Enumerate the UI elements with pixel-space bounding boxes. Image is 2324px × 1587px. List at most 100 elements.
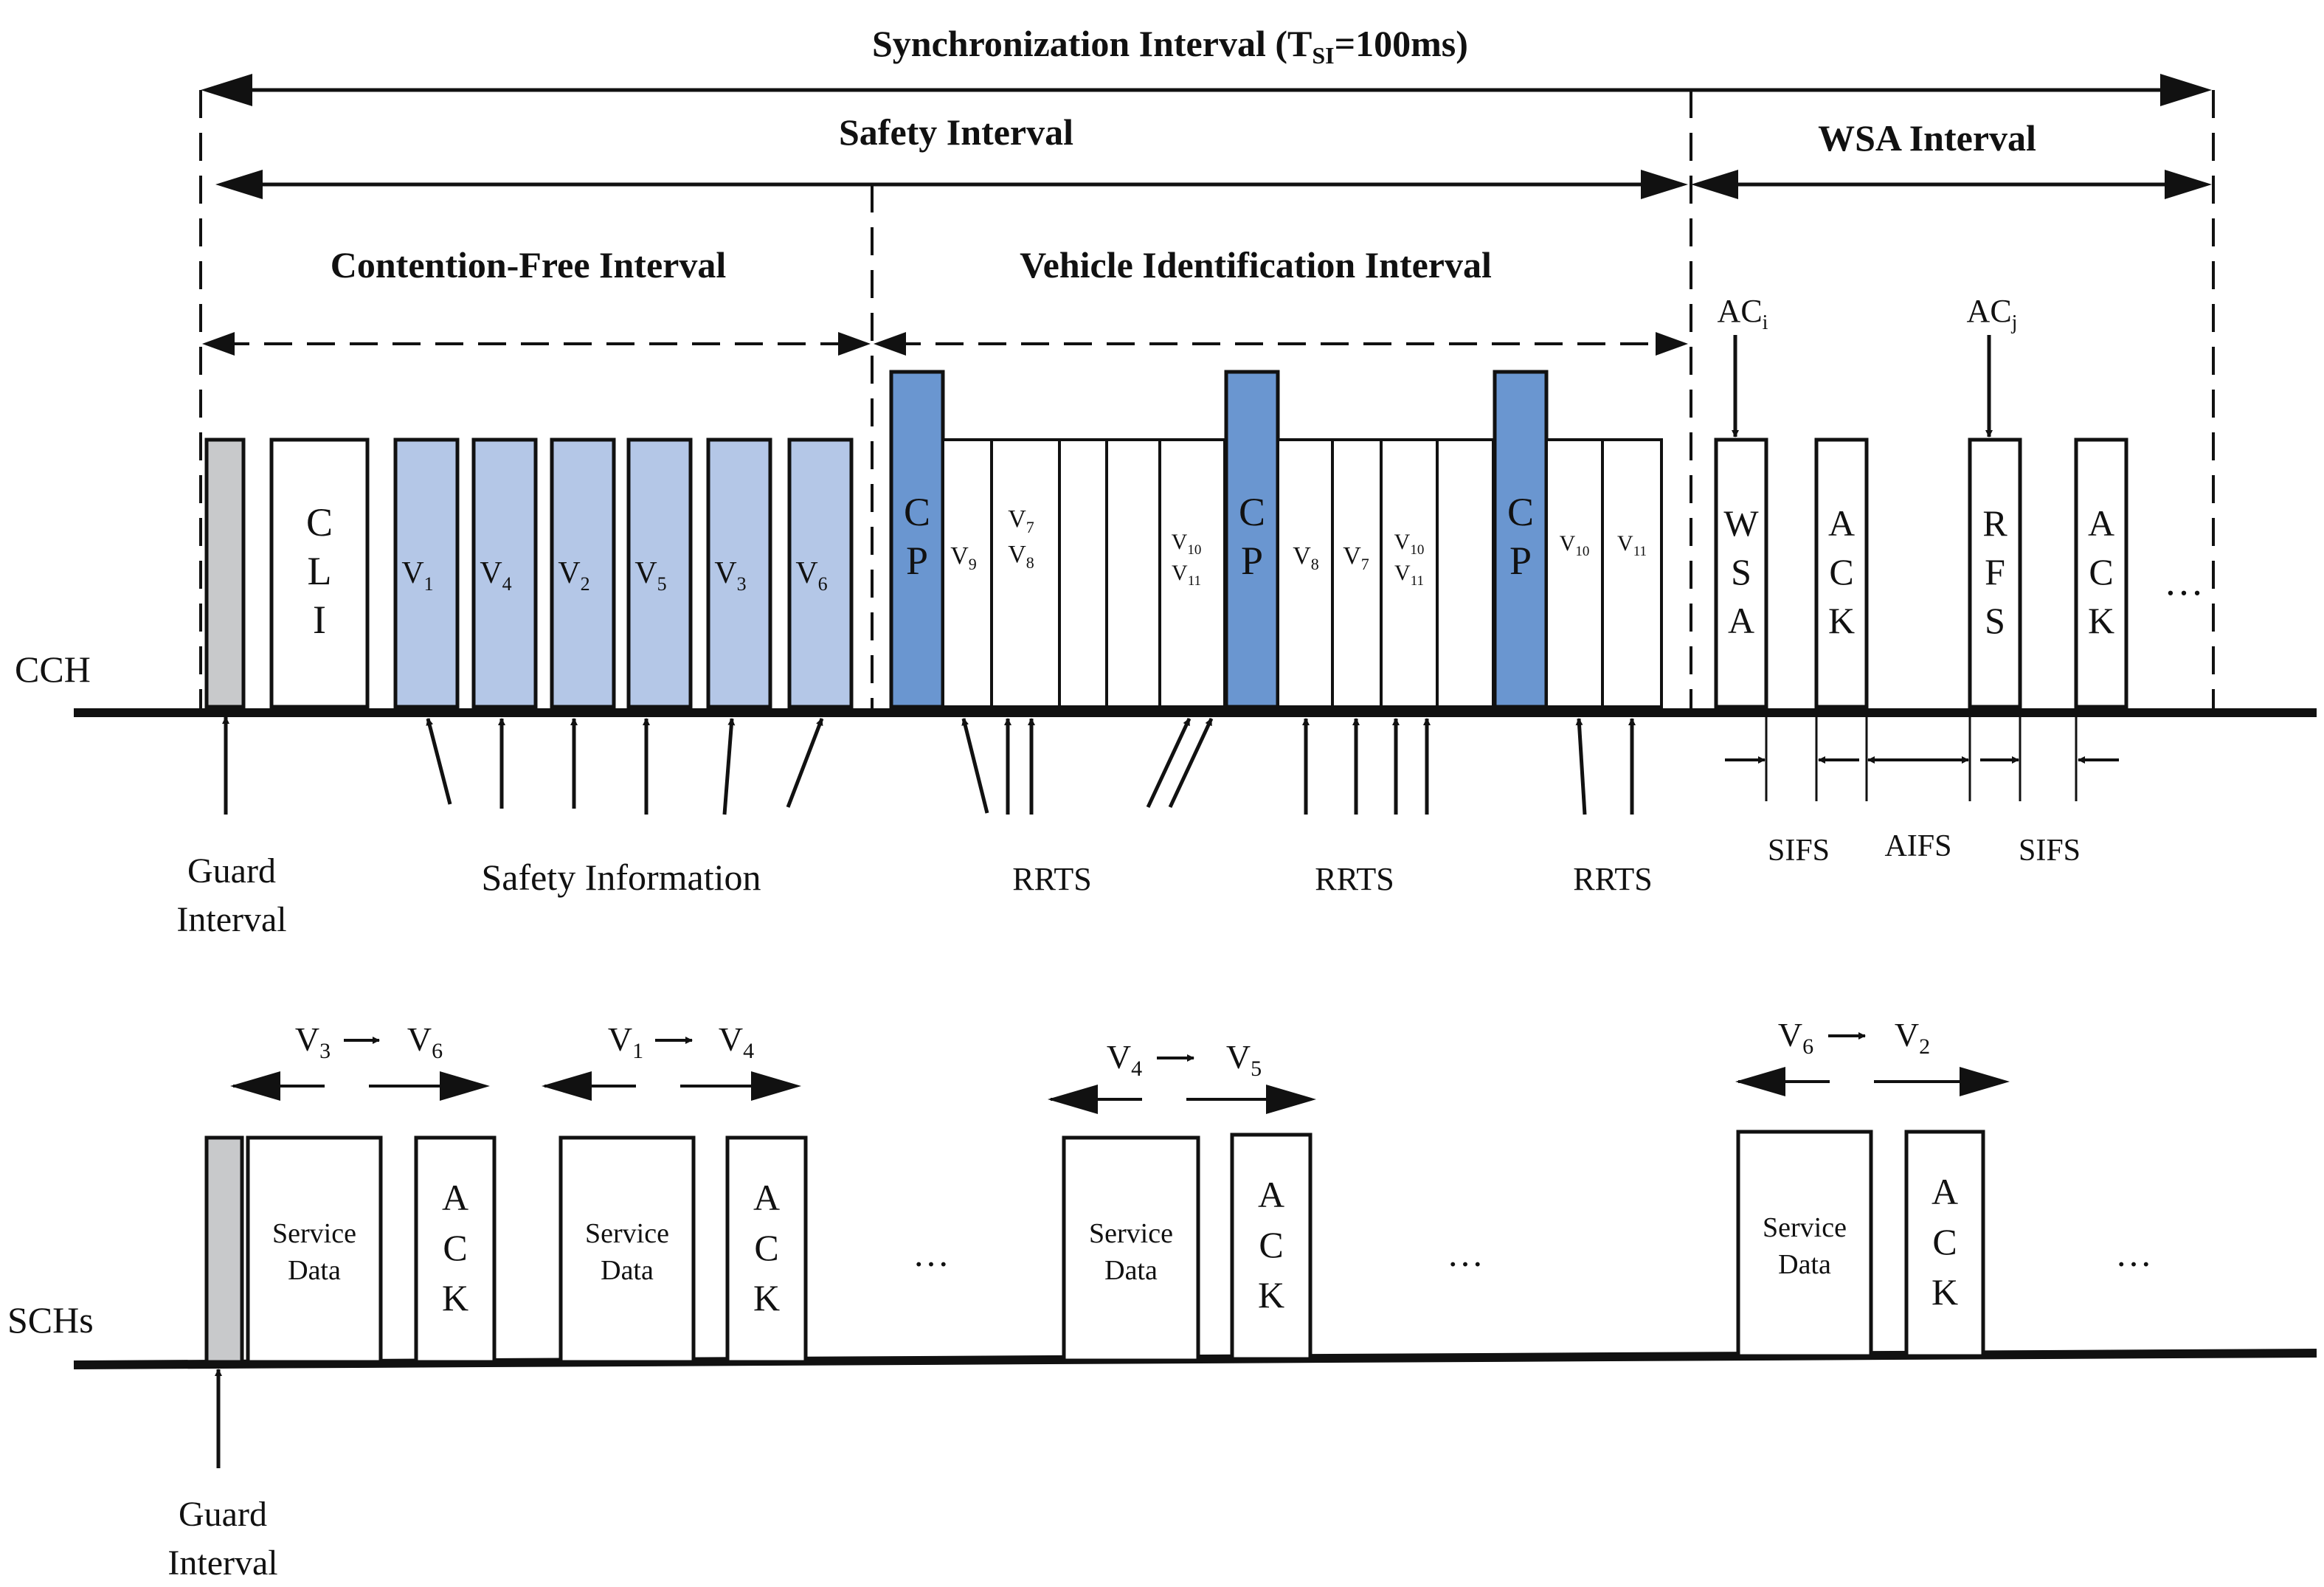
rrts-arrow	[961, 718, 989, 814]
cfi-title: Contention-Free Interval	[331, 244, 727, 286]
service-data-slot	[1736, 1130, 1873, 1358]
cp-slot	[1493, 370, 1549, 709]
wsa-slot-letter: S	[1985, 600, 2005, 641]
safety-arrowhead-right	[1641, 170, 1688, 199]
wsa-arrowhead-left	[1691, 170, 1738, 199]
pair-to: V4	[719, 1020, 754, 1063]
cch-guard-slot	[204, 438, 246, 709]
rrts-slot	[1276, 438, 1334, 708]
cp-letter-p: P	[1509, 539, 1532, 583]
cli-letter-l: L	[308, 549, 332, 593]
sch-ellipsis: …	[1447, 1233, 1484, 1274]
wsa-slot-letter: A	[1828, 502, 1855, 544]
service-data-slot	[246, 1135, 383, 1364]
service-data-label: Data	[1104, 1255, 1158, 1286]
sch-label: SCHs	[7, 1299, 94, 1341]
pair-arrowhead-left	[230, 1071, 280, 1101]
safety-info-arrow	[722, 718, 736, 815]
pair-arrowhead-left	[1735, 1067, 1785, 1096]
sch-ack-letter: C	[754, 1227, 778, 1268]
rrts-slot	[990, 438, 1061, 708]
rrts-slot-label: V10	[1172, 530, 1202, 558]
rrts-slot-label: V7	[1343, 542, 1369, 573]
safety-slot-label: V3	[714, 556, 746, 595]
rrts-slot-label: V11	[1394, 561, 1424, 589]
guard-label-line1: Guard	[179, 1495, 267, 1534]
rrts-label: RRTS	[1573, 861, 1652, 897]
wsa-slot	[1714, 438, 1768, 709]
aifs-label: AIFS	[1884, 829, 1951, 863]
cli-letter-i: I	[313, 598, 326, 642]
sch-guard-slot	[204, 1135, 244, 1364]
sch-exchange: V1 V4 Service Data A C K	[542, 1020, 808, 1364]
rrts-arrow	[1575, 718, 1587, 815]
sch-ack-letter: K	[753, 1277, 780, 1318]
safety-slot	[706, 438, 772, 709]
sch-ack-slot	[1904, 1130, 1985, 1358]
sync-arrowhead-left	[201, 74, 252, 106]
safety-slot-label: V6	[795, 556, 827, 595]
guard-label-line2: Interval	[176, 900, 286, 939]
safety-info-arrow	[426, 718, 452, 805]
rrts-slot	[1058, 438, 1108, 708]
sch-ack-letter: C	[1259, 1224, 1283, 1265]
safety-slot	[787, 438, 854, 709]
wsa-slot-letter: C	[1829, 551, 1853, 592]
service-data-label: Data	[1778, 1249, 1831, 1280]
rrts-slot-label: V7	[1008, 505, 1034, 536]
sch-exchange: V3 V6 Service Data A C K	[230, 1020, 497, 1364]
pair-from: V6	[1778, 1016, 1813, 1059]
sch-ellipsis: …	[2115, 1233, 2152, 1274]
rrts-slot-label: V11	[1617, 531, 1647, 559]
pair-arrowhead-left	[542, 1071, 592, 1101]
sch-ack-slot	[414, 1135, 497, 1364]
cp-letter-c: C	[1507, 490, 1534, 534]
service-data-label: Service	[1763, 1212, 1847, 1243]
ac-i-label: ACi	[1718, 293, 1768, 334]
rrts-arrow	[1168, 717, 1214, 809]
service-data-slot	[558, 1135, 696, 1364]
rrts-slot	[1331, 438, 1383, 708]
sync-arrowhead-right	[2160, 74, 2212, 106]
sch-exchange: V6 V2 Service Data A C K	[1735, 1016, 2010, 1358]
wsa-slot-letter: K	[1828, 600, 1855, 641]
wsa-slot-letter: C	[2089, 551, 2113, 592]
service-data-label: Data	[601, 1255, 654, 1286]
safety-slot-label: V1	[401, 556, 433, 595]
safety-slot-label: V2	[558, 556, 589, 595]
pair-from: V1	[608, 1020, 643, 1063]
rrts-slot	[1545, 438, 1604, 708]
wsa-ack-slot	[1814, 438, 1869, 709]
safety-arrowhead-left	[215, 170, 263, 199]
sch-ack-slot	[1230, 1133, 1313, 1361]
cp-slot	[889, 370, 945, 709]
rrts-slot-label: V9	[950, 542, 977, 573]
safety-slot-label: V5	[634, 556, 666, 595]
safety-slot-label: V4	[480, 556, 511, 595]
wsa-slot-letter: K	[2088, 600, 2114, 641]
sifs-label: SIFS	[1768, 834, 1830, 868]
safety-slot	[550, 438, 616, 709]
cli-letter-c: C	[306, 500, 333, 544]
pair-arrowhead-left	[1048, 1085, 1098, 1114]
sch-ack-letter: K	[1932, 1271, 1958, 1313]
pair-arrowhead-right	[440, 1071, 490, 1101]
rrts-slot	[941, 438, 993, 708]
sch-ack-letter: C	[1932, 1221, 1957, 1262]
rrts-arrow	[1146, 717, 1192, 809]
pair-arrowhead-right	[751, 1071, 801, 1101]
service-data-slot	[1062, 1135, 1200, 1363]
safety-info-label: Safety Information	[481, 857, 761, 898]
cfi-arrowhead-right	[838, 332, 871, 356]
safety-info-arrow	[786, 718, 824, 808]
wsa-interval-title: WSA Interval	[1818, 117, 2036, 159]
cli-slot	[269, 438, 370, 709]
safety-slot	[471, 438, 538, 709]
pair-arrowhead-right	[1960, 1067, 2010, 1096]
pair-from: V3	[295, 1020, 331, 1063]
safety-interval-title: Safety Interval	[839, 111, 1073, 153]
sch-exchange: V4 V5 Service Data A C K	[1048, 1038, 1316, 1363]
wsa-arrowhead-right	[2165, 170, 2212, 199]
guard-label-line2: Interval	[167, 1543, 277, 1583]
